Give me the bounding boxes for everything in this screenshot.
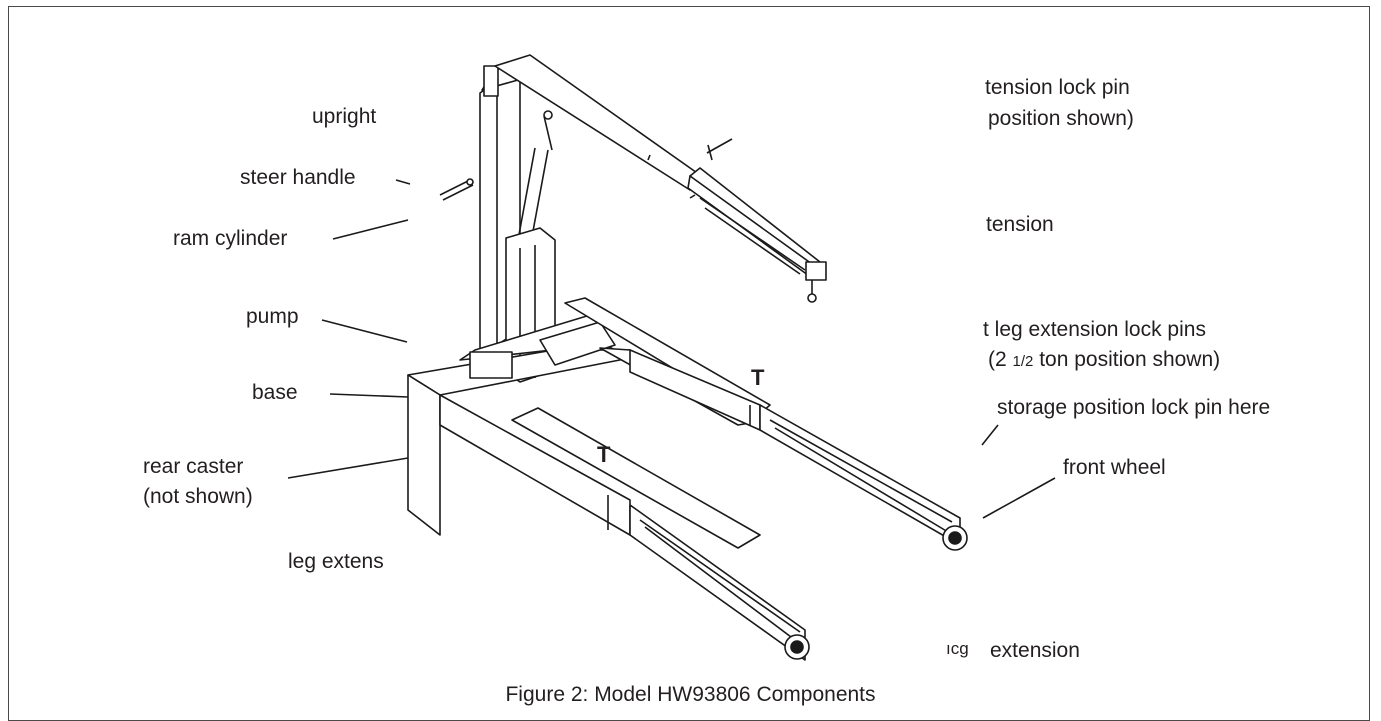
leg-lock-pins-text-a: (2 xyxy=(988,348,1013,371)
label-upright: upright xyxy=(312,105,377,128)
leg-lock-pins-text-b: ton position shown) xyxy=(1033,348,1221,371)
leg-pin-marker-right: T xyxy=(751,365,765,390)
label-leg-extension-left: leg extens xyxy=(288,550,384,573)
boom-lock-pin xyxy=(706,138,733,161)
leg-lock-pins-fraction: 1/2 xyxy=(1012,353,1034,370)
label-leg-lock-pins-position: (2 1/2 ton position shown) xyxy=(988,348,1220,374)
label-rear-caster: rear caster xyxy=(143,455,244,478)
label-pump: pump xyxy=(246,305,299,328)
figure-caption: Figure 2: Model HW93806 Components xyxy=(505,683,876,706)
label-boom-extension: tension xyxy=(986,213,1054,236)
label-ram-cylinder: ram cylinder xyxy=(173,227,288,250)
label-leg-extension-right-fragment: ıcg xyxy=(946,639,969,658)
label-storage-pin: storage position lock pin here xyxy=(997,396,1271,419)
steer-handle xyxy=(439,178,474,201)
hoist-base xyxy=(407,311,631,536)
label-base: base xyxy=(252,381,298,404)
left-leg xyxy=(439,394,810,661)
label-rear-caster-note: (not shown) xyxy=(143,485,253,508)
label-leg-lock-pins: t leg extension lock pins xyxy=(983,318,1206,341)
leg-pin-marker-left: T xyxy=(597,442,611,467)
right-leg xyxy=(629,349,968,551)
label-boom-lock-pin: tension lock pin xyxy=(985,76,1130,99)
ram-cylinder xyxy=(517,110,553,243)
boom xyxy=(494,54,827,303)
label-front-wheel: front wheel xyxy=(1063,456,1166,479)
label-steer-handle: steer handle xyxy=(240,166,356,189)
label-boom-lock-pin-position: position shown) xyxy=(988,107,1134,130)
label-leg-extension-right: extension xyxy=(990,639,1080,662)
leader-lines xyxy=(287,179,1056,519)
